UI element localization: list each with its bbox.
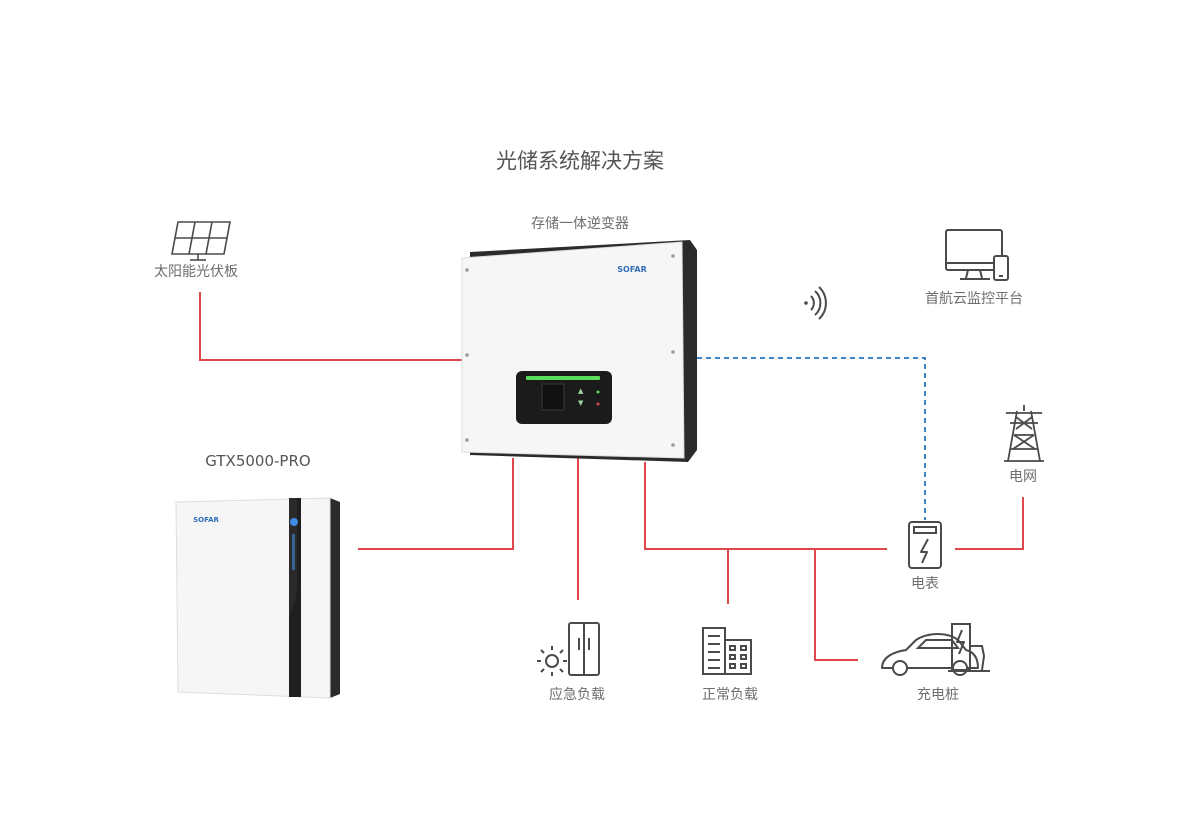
inverter-device: SOFAR ▲ ▼ [461, 240, 697, 462]
inverter-brand: SOFAR [617, 265, 646, 274]
cloud-label: 首航云监控平台 [925, 291, 1023, 307]
solar-label: 太阳能光伏板 [154, 264, 238, 280]
power-tower-icon [1004, 405, 1044, 462]
inverter-to-meter-line [644, 462, 887, 550]
fridge-sun-icon [537, 622, 600, 676]
solar-panel-icon [171, 221, 231, 261]
bus-to-charger-line [814, 549, 858, 661]
meter-to-grid-line [955, 497, 1024, 550]
emergency-load-label: 应急负载 [549, 686, 605, 703]
battery-device: SOFAR [175, 497, 340, 699]
monitor-phone-icon [945, 229, 1009, 281]
electric-meter-icon [908, 521, 942, 569]
inverter-label: 存储一体逆变器 [531, 216, 629, 232]
battery-model-label: GTX5000-PRO [205, 452, 310, 470]
meter-label: 电表 [911, 576, 939, 592]
wifi-signal-icon [804, 286, 827, 320]
battery-brand: SOFAR [193, 516, 219, 524]
normal-load-label: 正常负载 [702, 687, 758, 703]
buildings-icon [702, 627, 752, 675]
battery-to-inverter-line [358, 458, 514, 550]
grid-label: 电网 [1009, 469, 1037, 485]
svg-text:▼: ▼ [578, 399, 584, 407]
ev-charger-icon [881, 623, 990, 676]
svg-text:▲: ▲ [578, 387, 584, 395]
comm-line [697, 357, 926, 520]
diagram-title: 光储系统解决方案 [496, 149, 664, 173]
power-lines [199, 292, 1024, 661]
charger-label: 充电桩 [917, 686, 959, 703]
solar-to-inverter-line [199, 292, 462, 361]
